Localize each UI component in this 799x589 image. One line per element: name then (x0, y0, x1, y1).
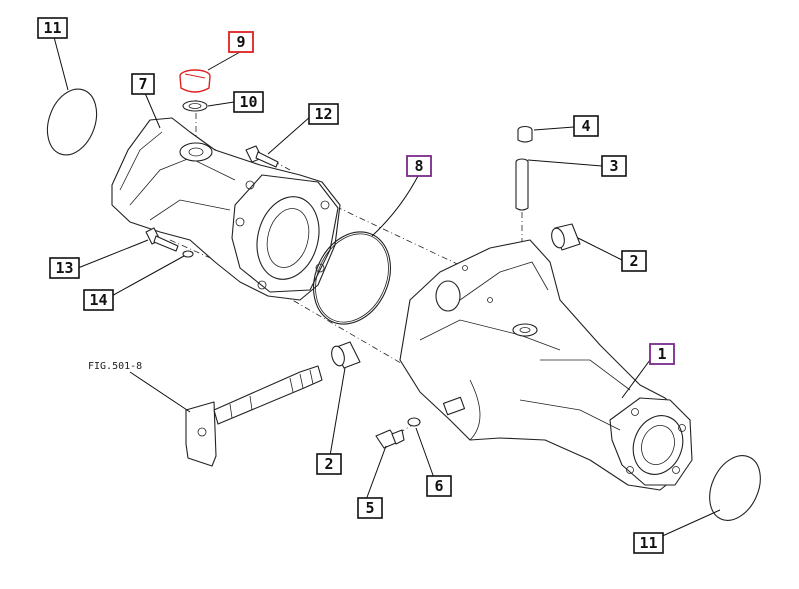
o-ring-11-right (709, 455, 761, 521)
callout-11-bottom[interactable]: 11 (633, 532, 664, 554)
callout-label: 1 (657, 345, 666, 363)
callout-4[interactable]: 4 (573, 115, 599, 137)
axle-housing-1 (399, 239, 693, 491)
bolt-4 (517, 125, 533, 143)
callout-10[interactable]: 10 (233, 91, 264, 113)
callout-label: 11 (639, 534, 657, 552)
callout-label: 2 (324, 455, 333, 473)
axle-housing-7 (111, 117, 341, 301)
callout-7[interactable]: 7 (131, 73, 155, 95)
callout-box (233, 91, 264, 113)
bushing-2-lower (331, 341, 361, 369)
callout-2-upper[interactable]: 2 (621, 250, 647, 272)
callout-2-lower[interactable]: 2 (316, 453, 342, 475)
callout-label: 5 (365, 499, 374, 517)
callout-box (601, 155, 627, 177)
washer-14 (182, 250, 194, 258)
callout-label: 10 (239, 93, 257, 111)
callout-8[interactable]: 8 (406, 155, 432, 177)
callout-label: 7 (138, 75, 147, 93)
callout-box (357, 497, 383, 519)
callout-13[interactable]: 13 (49, 257, 80, 279)
callout-label: 4 (581, 117, 590, 135)
callout-box (83, 289, 114, 311)
bolt-12 (245, 145, 279, 168)
callout-box (228, 31, 254, 53)
callout-label: 2 (629, 252, 638, 270)
callout-12[interactable]: 12 (308, 103, 339, 125)
callout-11-top[interactable]: 11 (37, 17, 68, 39)
washer-10 (182, 100, 208, 112)
callout-box (426, 475, 452, 497)
callout-box (649, 343, 675, 365)
callout-6[interactable]: 6 (426, 475, 452, 497)
callout-14[interactable]: 14 (83, 289, 114, 311)
callout-5[interactable]: 5 (357, 497, 383, 519)
callout-box (316, 453, 342, 475)
bolt-13 (145, 227, 179, 252)
callout-label: 11 (43, 19, 61, 37)
callout-box (406, 155, 432, 177)
callout-3[interactable]: 3 (601, 155, 627, 177)
callout-label: 3 (609, 157, 618, 175)
callout-box (308, 103, 339, 125)
drain-plug-5 (375, 429, 405, 449)
drive-shaft (185, 365, 323, 467)
bushing-2-upper (551, 223, 581, 251)
plug-9 (179, 69, 211, 93)
o-ring-8 (313, 231, 391, 325)
callout-9[interactable]: 9 (228, 31, 254, 53)
figure-reference-label: FIG.501-8 (88, 361, 142, 372)
leader-lines (53, 36, 721, 539)
o-ring-11-left (46, 88, 98, 156)
callout-label: 13 (55, 259, 73, 277)
callout-box (573, 115, 599, 137)
washer-6 (407, 417, 421, 427)
callout-label: 14 (89, 291, 107, 309)
callout-label: 9 (236, 33, 245, 51)
callout-label: 6 (434, 477, 443, 495)
callout-box (131, 73, 155, 95)
callout-box (49, 257, 80, 279)
callout-label: 12 (314, 105, 332, 123)
callout-box (621, 250, 647, 272)
callout-box (37, 17, 68, 39)
callout-box (633, 532, 664, 554)
callout-label: 8 (414, 157, 423, 175)
pin-3 (515, 158, 529, 211)
callout-1[interactable]: 1 (649, 343, 675, 365)
